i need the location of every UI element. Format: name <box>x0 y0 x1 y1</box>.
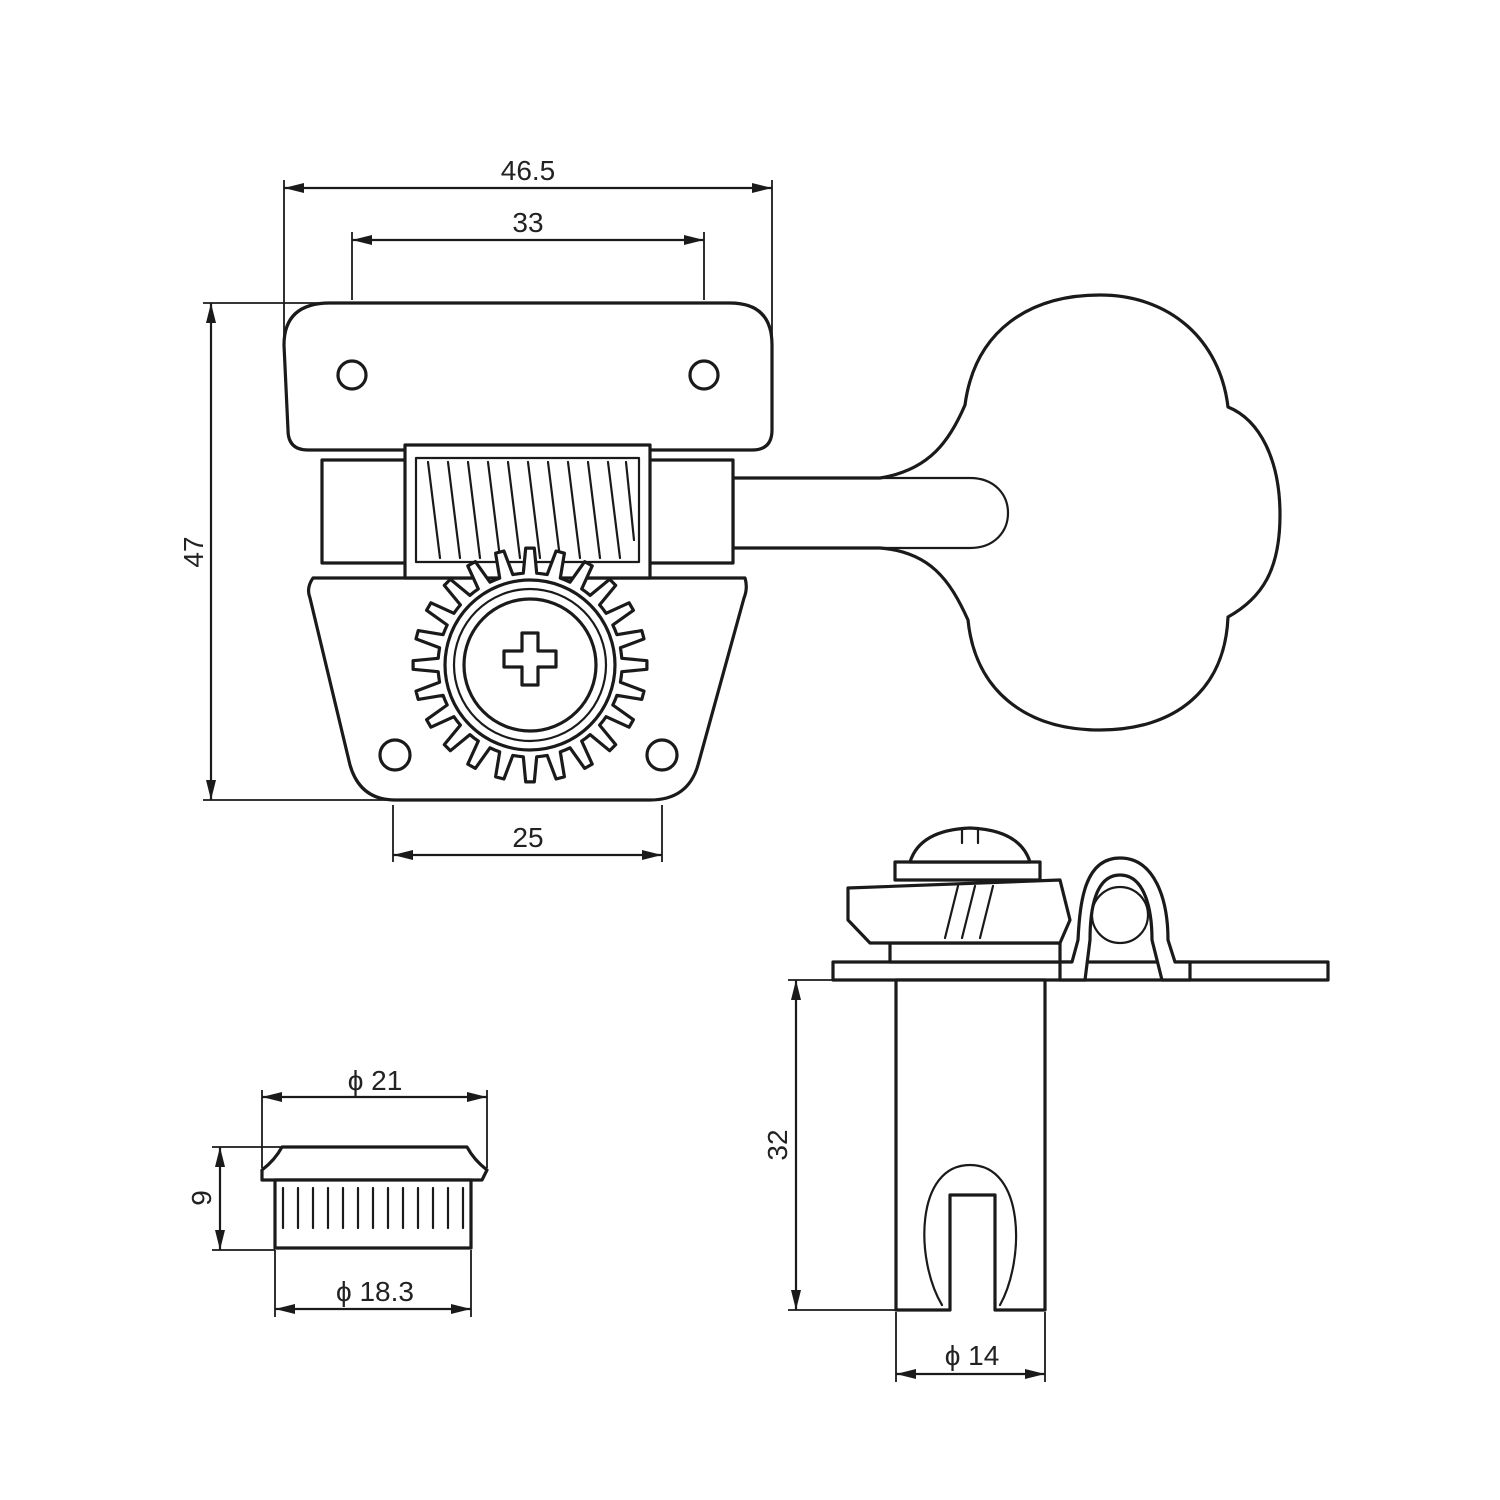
dim-label-total-width: 46.5 <box>501 155 556 186</box>
worm-threads <box>426 460 636 560</box>
side-gear-upper-washer <box>893 860 1042 882</box>
string-post <box>894 978 1047 1312</box>
tuner-key <box>731 293 1282 732</box>
post-slot <box>923 1163 1018 1307</box>
dim-label-bushing-height: 9 <box>186 1190 217 1206</box>
top-left-mount-hole <box>336 359 368 391</box>
top-plate <box>282 301 774 452</box>
dimension-lines <box>203 180 1046 1382</box>
bushing-view <box>260 1145 489 1250</box>
front-view <box>282 293 1282 802</box>
side-bracket-loop <box>1058 856 1192 982</box>
key-stem <box>731 476 1010 550</box>
dim-label-hole-spacing-bottom: 25 <box>512 822 543 853</box>
side-gear-teeth-lines <box>943 884 995 940</box>
phillips-screw-icon <box>502 631 558 687</box>
side-gear <box>846 878 1072 945</box>
dim-label-post-length: 32 <box>762 1129 793 1160</box>
dim-label-total-height: 47 <box>178 536 209 567</box>
bottom-left-mount-hole <box>378 738 412 772</box>
dim-label-bushing-flange: ϕ 21 <box>348 1065 403 1096</box>
gear-hub-ring <box>452 587 608 743</box>
dimension-labels: 46.5 33 47 25 32 ϕ 14 ϕ 21 9 ϕ 18.3 <box>178 155 999 1371</box>
side-view <box>831 826 1330 1312</box>
screw-slot <box>960 826 980 845</box>
bottom-right-mount-hole <box>645 738 679 772</box>
bracket-loop-hole <box>1090 885 1150 945</box>
side-screw-head <box>908 826 1032 864</box>
dim-label-hole-spacing-top: 33 <box>512 207 543 238</box>
side-gear-lower-washer <box>888 941 1062 964</box>
top-right-mount-hole <box>688 359 720 391</box>
dim-label-post-diameter: ϕ 14 <box>945 1340 1000 1371</box>
bushing-flange <box>260 1145 489 1182</box>
bushing-knurling <box>281 1186 465 1230</box>
dim-label-bushing-body: ϕ 18.3 <box>336 1276 414 1307</box>
